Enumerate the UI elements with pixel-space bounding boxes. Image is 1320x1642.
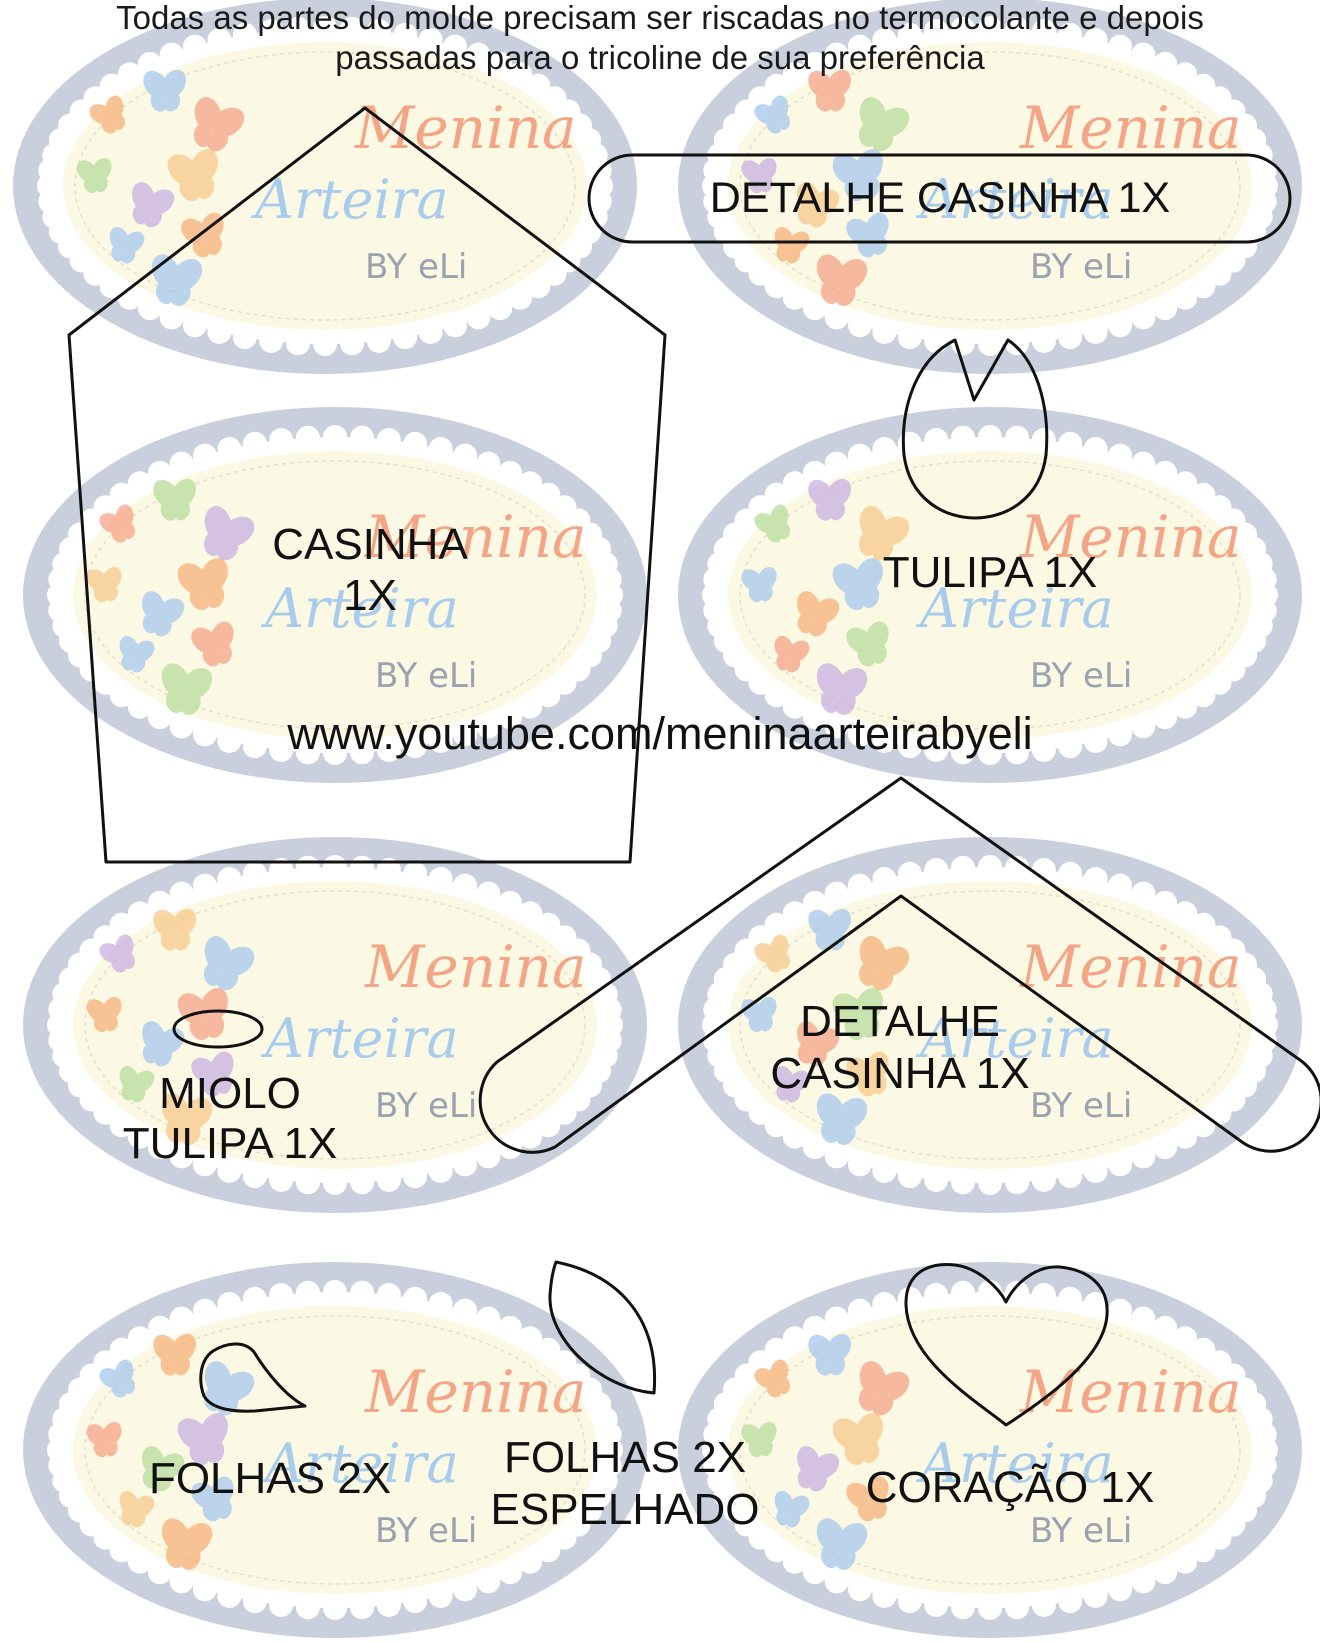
watermark-arteira: Arteira xyxy=(915,168,1114,231)
label-casinha-line-1: CASINHA xyxy=(272,520,468,569)
watermark-menina: Menina xyxy=(1019,503,1242,571)
label-detalhe-casinha-top: DETALHE CASINHA 1X xyxy=(709,174,1171,222)
watermark-menina: Menina xyxy=(364,503,587,571)
watermark-arteira: Arteira xyxy=(260,1432,459,1495)
youtube-url: www.youtube.com/meninaarteirabyeli xyxy=(287,708,1033,759)
watermark-byline: BY eLi xyxy=(1030,1086,1132,1126)
miolo-tulipa-piece xyxy=(172,1009,264,1049)
coracao-piece xyxy=(904,1263,1109,1427)
label-folhas-espelhado-line-1: FOLHAS 2X xyxy=(503,1433,747,1482)
watermark-arteira: Arteira xyxy=(915,577,1114,640)
instructions-line-1: Todas as partes do molde precisam ser ri… xyxy=(116,0,1204,36)
watermark-arteira: Arteira xyxy=(260,1007,459,1070)
label-casinha-line-2: 1X xyxy=(343,571,397,620)
label-folhas-espelhado-line-2: ESPELHADO xyxy=(490,1485,760,1534)
watermark-menina: Menina xyxy=(1019,933,1242,1001)
watermark-menina: Menina xyxy=(364,933,587,1001)
watermark-menina: Menina xyxy=(1019,1358,1242,1426)
watermark-byline: BY eLi xyxy=(375,1511,477,1551)
watermark-arteira: Arteira xyxy=(260,577,459,640)
watermark-arteira: Arteira xyxy=(250,168,449,231)
tulipa-piece xyxy=(901,338,1049,520)
detalhe-casinha-mid-piece xyxy=(478,776,1320,1154)
watermark-byline: BY eLi xyxy=(375,656,477,696)
detalhe-casinha-top-piece xyxy=(587,153,1292,244)
label-coracao: CORAÇÃO 1X xyxy=(865,1463,1155,1512)
watermark-menina: Menina xyxy=(364,1358,587,1426)
watermark-byline: BY eLi xyxy=(375,1086,477,1126)
folha-espelhada-piece xyxy=(548,1260,657,1395)
instructions-line-2: passadas para o tricoline de sua preferê… xyxy=(335,39,985,76)
watermark-arteira: Arteira xyxy=(915,1007,1114,1070)
folha-piece xyxy=(199,1342,307,1413)
casinha-piece xyxy=(67,106,667,864)
watermark-byline: BY eLi xyxy=(1030,656,1132,696)
label-detalhe-casinha-mid-line-2: CASINHA 1X xyxy=(770,1049,1030,1098)
label-detalhe-casinha-mid-line-1: DETALHE xyxy=(800,997,1000,1046)
label-tulipa: TULIPA 1X xyxy=(882,548,1098,597)
label-miolo-line-2: TULIPA 1X xyxy=(122,1119,338,1168)
watermark-arteira: Arteira xyxy=(915,1432,1114,1495)
watermark-menina: Menina xyxy=(1019,94,1242,162)
label-miolo-line-1: MIOLO xyxy=(159,1069,301,1118)
watermark-byline: BY eLi xyxy=(1030,247,1132,287)
watermark-byline: BY eLi xyxy=(1030,1511,1132,1551)
label-folhas: FOLHAS 2X xyxy=(148,1454,392,1503)
watermark-byline: BY eLi xyxy=(365,247,467,287)
